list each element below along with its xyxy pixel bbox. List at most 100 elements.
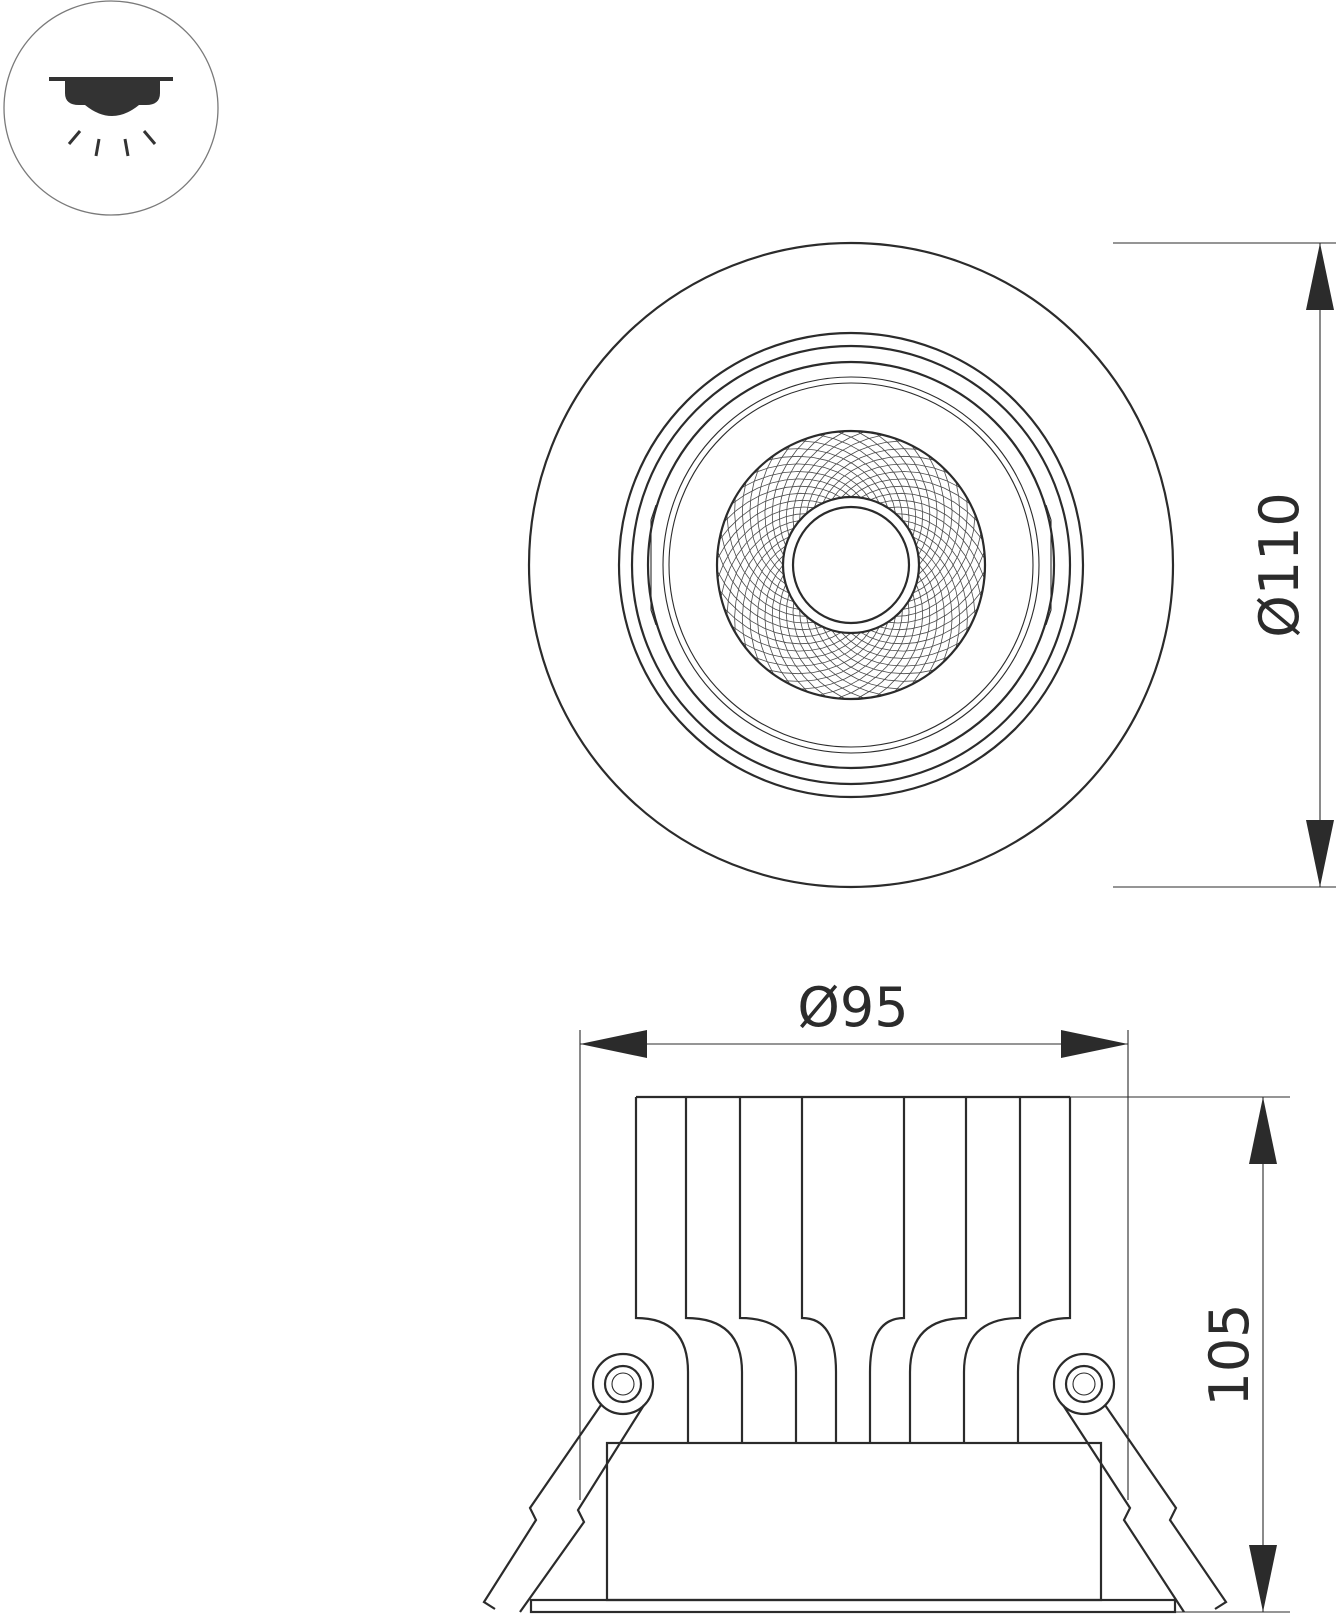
reflector-mesh-line [879, 570, 986, 631]
cutout-diameter-label: Ø95 [797, 976, 908, 1039]
reflector-mesh-line [818, 434, 903, 521]
flange-plate [529, 1598, 1177, 1614]
reflector-mesh-line [716, 570, 823, 631]
front-view [527, 241, 1175, 889]
reflector-mesh-line [734, 497, 794, 603]
reflector-mesh-line [813, 622, 919, 682]
reflector-mesh-line [875, 584, 924, 698]
reflector-mesh-line [741, 536, 790, 649]
dimension-cutout-diameter: Ø95 [579, 976, 1129, 1500]
reflector-mesh-line [818, 609, 903, 696]
reflector-mesh-line [908, 497, 968, 603]
spring-clip-left [482, 1352, 655, 1613]
spring-clip-right [1052, 1352, 1228, 1613]
reflector-pattern [716, 430, 986, 700]
reflector-mesh-line [799, 434, 884, 521]
reflector-mesh-line [783, 448, 889, 508]
dimension-outer-diameter: Ø110 [1113, 242, 1336, 888]
reflector-mesh-line [778, 432, 827, 546]
housing-body [605, 1441, 1103, 1602]
reflector-mesh-line [850, 478, 971, 505]
reflector-mesh-line [716, 499, 823, 560]
reflector-mesh-line [912, 481, 961, 594]
reflector-mesh-line [850, 625, 971, 652]
reflector-mesh-line [893, 574, 931, 693]
reflector-mesh-line [731, 478, 852, 505]
reflector-mesh-line [822, 455, 935, 504]
reflector-mesh-line [912, 536, 961, 649]
reflector-mesh-line [734, 527, 794, 633]
reflector-mesh-line [749, 467, 787, 585]
led-lens-outer [781, 495, 921, 635]
reflector-mesh-line [893, 437, 931, 556]
trim-ring-outer [617, 331, 1085, 799]
reflector-mesh-line [764, 445, 791, 566]
dimension-height: 105 [1070, 1096, 1290, 1613]
side-view [482, 1095, 1228, 1614]
mounting-type-badge [3, 0, 219, 216]
reflector-mesh-line [856, 593, 917, 700]
reflector-mesh-line [753, 463, 871, 501]
reflector-mesh-line [879, 499, 986, 560]
reflector-mesh-line [720, 513, 807, 598]
reflector-mesh-line [911, 445, 938, 566]
gimbal-outer [646, 360, 1056, 770]
reflector-mesh-line [870, 492, 984, 541]
reflector-mesh-line [911, 564, 938, 685]
reflector-mesh-line [720, 532, 807, 617]
recessed-downlight-icon [49, 77, 173, 157]
reflector-mesh-line [860, 485, 979, 523]
gimbal-ring-1 [662, 376, 1040, 754]
reflector-mesh-line [771, 574, 809, 693]
reflector-mesh-line [778, 584, 827, 698]
reflector-mesh-line [856, 430, 917, 537]
height-label: 105 [1198, 1303, 1261, 1406]
reflector-mesh-line [918, 555, 945, 675]
reflector-mesh-line [792, 601, 865, 699]
reflector-mesh-line [918, 455, 945, 575]
reflector-mesh-line [908, 527, 968, 633]
reflector-mesh-line [785, 593, 846, 700]
reflector-mesh-line [741, 471, 861, 498]
reflector-mesh-line [806, 616, 902, 690]
reflector-mesh-line [895, 513, 982, 598]
reflector-mesh-line [785, 430, 846, 537]
reflector-mesh-line [915, 467, 953, 585]
reflector-mesh-line [726, 520, 800, 616]
reflector-mesh-line [800, 440, 896, 514]
reflector-mesh-line [723, 607, 842, 645]
heatsink-fins [634, 1095, 1072, 1443]
reflector-mesh-line [753, 629, 871, 667]
outer-diameter-label: Ø110 [1248, 492, 1311, 638]
reflector-mesh-line [717, 506, 815, 579]
reflector-mesh-line [813, 448, 919, 508]
reflector-mesh-line [792, 431, 865, 529]
pivot-tab-right [1045, 504, 1052, 626]
reflector-mesh-line [841, 632, 961, 659]
pivot-tab-left [650, 504, 657, 626]
reflector-mesh-line [895, 532, 982, 617]
reflector-mesh-line [783, 622, 889, 682]
reflector-mesh-line [749, 545, 787, 663]
reflector-mesh-line [806, 440, 902, 514]
led-lens-inner [791, 505, 911, 625]
reflector-mesh-line [875, 432, 924, 546]
reflector-rim [715, 429, 987, 701]
reflector-mesh-line [831, 463, 949, 501]
reflector-mesh-line [837, 601, 910, 699]
reflector-mesh-line [723, 485, 842, 523]
reflector-mesh-line [767, 626, 880, 675]
reflector-mesh-line [764, 564, 791, 685]
reflector-mesh-line [870, 589, 984, 638]
reflector-mesh-line [757, 555, 784, 675]
gimbal-ring-2 [668, 382, 1034, 748]
reflector-mesh-line [799, 609, 884, 696]
reflector-mesh-line [767, 455, 880, 504]
reflector-mesh-line [800, 616, 896, 690]
reflector-mesh-line [822, 626, 935, 675]
reflector-mesh-line [887, 551, 985, 624]
reflector-mesh-line [902, 514, 976, 610]
reflector-mesh-line [831, 629, 949, 667]
reflector-mesh-line [726, 514, 800, 610]
